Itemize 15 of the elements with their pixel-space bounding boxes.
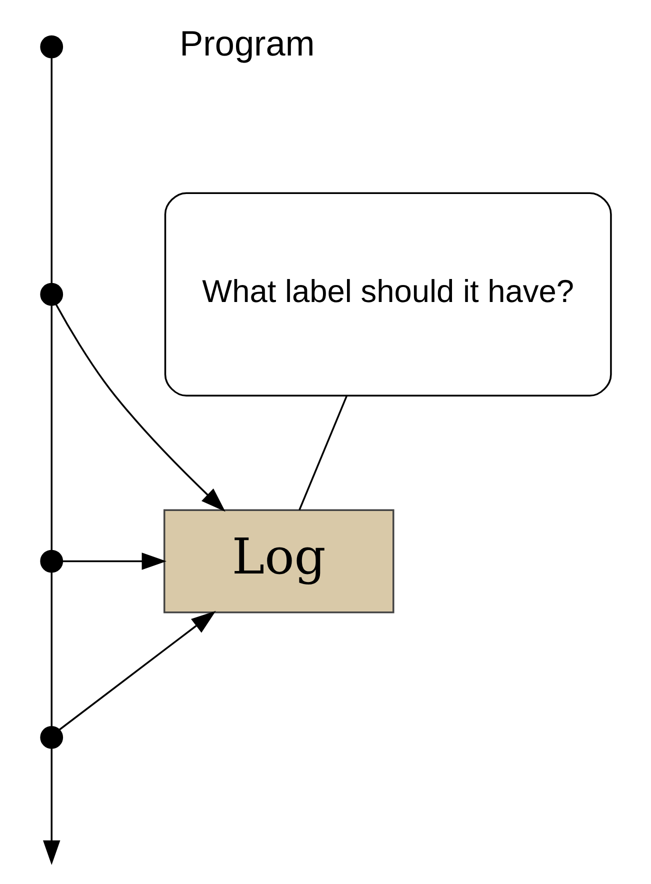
node-circle: [40, 35, 63, 58]
connector: [50, 306, 52, 551]
arrow: [62, 552, 166, 570]
label: Program: [179, 24, 314, 64]
arrow: [42, 748, 60, 866]
node-circle: [40, 726, 63, 749]
connector: [298, 395, 348, 510]
connector: [50, 58, 52, 284]
node-circle: [40, 550, 63, 573]
arrow: [54, 304, 225, 512]
node-box: Log: [162, 509, 394, 614]
connector: [50, 572, 52, 726]
node-circle: [40, 282, 63, 306]
node-box: What label should it have?: [164, 192, 612, 397]
arrow: [58, 610, 216, 730]
